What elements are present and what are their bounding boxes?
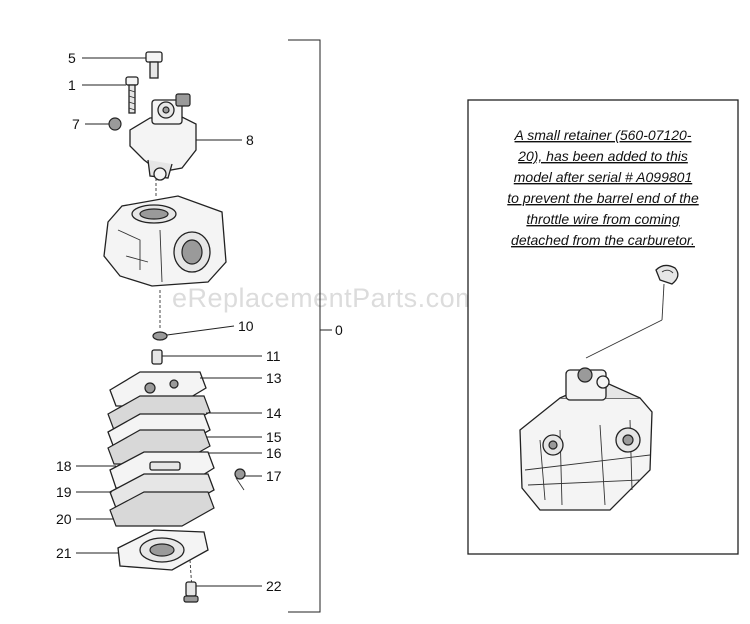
note-line-3: model after serial # A099801 — [514, 169, 692, 185]
callout-5: 5 — [68, 50, 76, 66]
note-line-2: 20), has been added to this — [517, 148, 688, 164]
callout-22: 22 — [266, 578, 282, 594]
note-line-6: detached from the carburetor. — [511, 232, 695, 248]
callout-20: 20 — [56, 511, 72, 527]
carburetor-body — [103, 195, 227, 287]
callout-15: 15 — [266, 429, 282, 445]
part-20-gasket: 20 — [56, 491, 215, 527]
callout-11: 11 — [266, 348, 281, 364]
note-line-4: to prevent the barrel end of the — [507, 190, 699, 206]
callout-18: 18 — [56, 458, 72, 474]
carburetor-detail-drawing — [519, 367, 653, 511]
note-line-5: throttle wire from coming — [526, 211, 679, 227]
part-22-screw: 22 — [183, 559, 282, 603]
part-17-screw: 17 — [234, 468, 282, 491]
callout-21: 21 — [56, 545, 72, 561]
callout-1: 1 — [68, 77, 76, 93]
callout-14: 14 — [266, 405, 282, 421]
part-1-screw: 1 — [68, 76, 139, 114]
note-line-1: A small retainer (560-07120- — [514, 127, 692, 143]
callout-19: 19 — [56, 484, 72, 500]
watermark: eReplacementParts.com — [172, 283, 478, 313]
callout-7: 7 — [72, 116, 80, 132]
retainer-note-box: A small retainer (560-07120- 20), has be… — [467, 99, 739, 555]
part-21-cover: 21 — [56, 529, 209, 571]
assembly-label: 0 — [335, 322, 343, 338]
callout-8: 8 — [246, 132, 254, 148]
callout-17: 17 — [266, 468, 282, 484]
retainer-clip-drawing — [585, 264, 679, 359]
assembly-bracket: 0 — [288, 39, 343, 613]
part-5-screw: 5 — [68, 50, 163, 79]
part-8-throttle-body: 8 — [129, 93, 254, 181]
part-10-plug: 10 — [152, 318, 254, 341]
part-11-jet: 11 — [151, 348, 281, 365]
callout-10: 10 — [238, 318, 254, 334]
callout-16: 16 — [266, 445, 282, 461]
part-7-nut: 7 — [72, 116, 122, 132]
callout-13: 13 — [266, 370, 282, 386]
